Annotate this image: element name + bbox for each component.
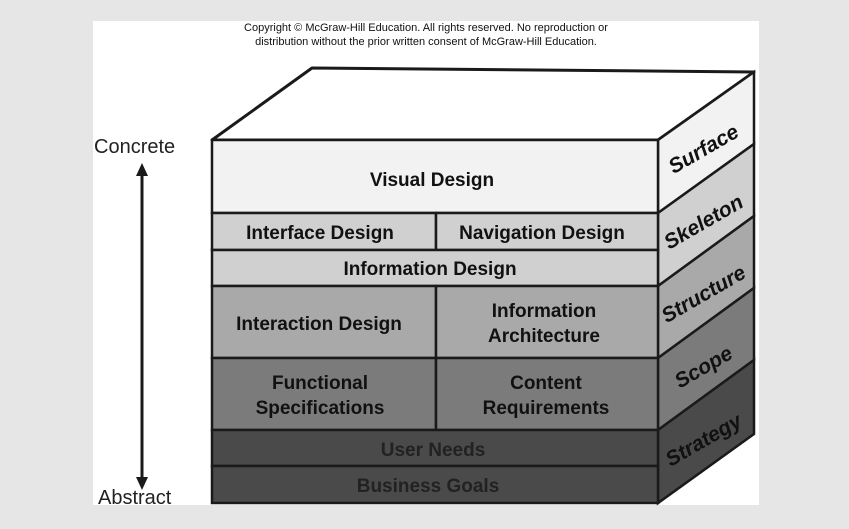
- content-requirements-label-line1: Content: [510, 373, 582, 394]
- copyright-line-2: distribution without the prior written c…: [255, 36, 597, 48]
- business-goals-label: Business Goals: [357, 476, 500, 497]
- copyright-notice: Copyright © McGraw-Hill Education. All r…: [93, 21, 759, 49]
- navigation-design-label: Navigation Design: [459, 223, 625, 244]
- content-requirements-label-line2: Requirements: [483, 398, 610, 419]
- information-architecture-label-line2: Architecture: [488, 326, 600, 347]
- abstract-label: Abstract: [98, 487, 172, 509]
- user-needs-label: User Needs: [381, 440, 486, 461]
- concrete-abstract-arrow: [136, 163, 148, 490]
- interface-design-label: Interface Design: [246, 223, 394, 244]
- concrete-label: Concrete: [94, 136, 176, 158]
- front-face: [210, 138, 660, 505]
- functional-specifications-cell: [210, 356, 438, 432]
- visual-design-label: Visual Design: [370, 170, 494, 191]
- functional-specifications-label-line1: Functional: [272, 373, 368, 394]
- copyright-line-1: Copyright © McGraw-Hill Education. All r…: [244, 22, 608, 34]
- content-requirements-cell: [434, 356, 660, 432]
- navigation-design-cell: [434, 211, 660, 252]
- functional-specifications-label-line2: Specifications: [256, 398, 385, 419]
- information-design-label: Information Design: [343, 259, 516, 280]
- visual-design-cell: [210, 138, 660, 215]
- information-architecture-cell: [434, 284, 660, 360]
- side-planes: [656, 69, 756, 506]
- business-goals-cell: [210, 464, 660, 505]
- interaction-design-label: Interaction Design: [236, 314, 402, 335]
- information-architecture-label-line1: Information: [492, 301, 597, 322]
